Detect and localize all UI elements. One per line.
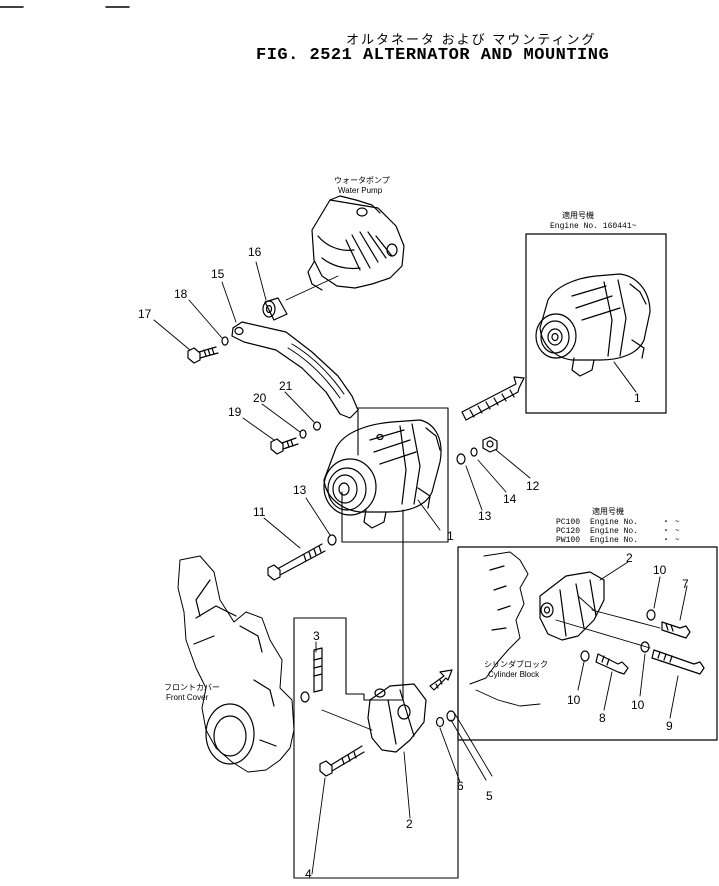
washer-13-right	[456, 453, 466, 465]
callout-9: 9	[666, 719, 673, 733]
stud-3	[300, 647, 323, 703]
bolt-11	[267, 543, 326, 581]
callout-10-right: 10	[631, 698, 645, 712]
pump-axis-line	[285, 275, 339, 301]
callout-1-inset: 1	[634, 391, 641, 405]
hatched-arrow-to-inset	[461, 376, 525, 421]
leader-lines-lower	[311, 641, 461, 875]
callout-14: 14	[503, 492, 517, 506]
callout-7: 7	[682, 577, 689, 591]
applicability-row-text: Engine No.	[590, 527, 639, 536]
callout-10-left: 10	[567, 693, 581, 707]
callout-10-top: 10	[653, 563, 667, 577]
washer-6	[435, 716, 445, 728]
inset-leader-lines	[555, 561, 688, 719]
applicability-row-model: PC120	[556, 527, 581, 536]
adjust-plate-15	[231, 321, 359, 419]
bolt-9	[651, 649, 705, 675]
bolt-8	[595, 653, 629, 675]
callout-15: 15	[211, 267, 225, 281]
washer-21	[312, 421, 322, 431]
washer-14	[470, 447, 478, 457]
washer-5	[446, 710, 456, 722]
callout-19: 19	[228, 405, 242, 419]
applicability-row-text: Engine No.	[590, 518, 639, 527]
bracket-2-inset	[539, 571, 605, 641]
applicability-row-range: ・ ~	[662, 527, 680, 536]
callout-8: 8	[599, 711, 606, 725]
inset-box-top	[525, 233, 667, 414]
callout-6: 6	[457, 779, 464, 793]
applicability-top-engine: Engine No. 160441~	[550, 222, 637, 231]
applicability-top-heading: 適用号機	[562, 212, 594, 221]
callout-5: 5	[486, 789, 493, 803]
applicability-side-heading: 適用号機	[592, 508, 624, 517]
cylinder-block-label-en: Cylinder Block	[488, 670, 540, 679]
callout-2-inset: 2	[626, 551, 633, 565]
washer-20	[299, 429, 307, 439]
cylinder-block	[469, 551, 541, 707]
callout-21: 21	[279, 379, 293, 393]
bolt-4	[319, 745, 365, 777]
bracket-2-lower	[367, 683, 427, 753]
callout-11: 11	[253, 505, 266, 519]
spacer-16	[262, 297, 288, 321]
bolt-7	[661, 621, 691, 639]
cylinder-block-label-jp: シリンダブロック	[484, 660, 548, 669]
water-pump-label-en: Water Pump	[338, 186, 383, 195]
callout-1-main: 1	[447, 529, 454, 543]
applicability-row-range: ・ ~	[662, 518, 680, 527]
washer-18	[221, 336, 229, 346]
water-pump-housing	[307, 195, 405, 291]
applicability-row-model: PW100	[556, 536, 581, 545]
callout-17: 17	[138, 307, 152, 321]
callout-4: 4	[305, 867, 312, 881]
main-alternator-frame	[341, 407, 449, 543]
callout-13-right: 13	[478, 509, 492, 523]
washer-10-right	[640, 641, 650, 653]
callout-20: 20	[253, 391, 267, 405]
bracket-to-cover-line	[321, 709, 373, 731]
title-english: FIG. 2521 ALTERNATOR AND MOUNTING	[256, 46, 610, 65]
bolt-17	[187, 346, 219, 364]
callout-3: 3	[313, 629, 320, 643]
front-cover-label-en: Front Cover	[166, 693, 209, 702]
title-japanese: オルタネータ および マウンティング	[346, 32, 597, 47]
inset-box-cylinder	[457, 546, 718, 741]
hatched-arrow-lower	[429, 669, 453, 691]
leader-lines	[153, 261, 531, 549]
washer-10-left	[580, 650, 590, 662]
callout-18: 18	[174, 287, 188, 301]
front-cover	[177, 555, 295, 773]
applicability-row-model: PC100	[556, 518, 581, 527]
callout-12: 12	[526, 479, 540, 493]
water-pump-label-jp: ウォータポンプ	[334, 176, 390, 185]
alternator-1-inset	[535, 273, 651, 393]
front-cover-label-jp: フロントカバー	[164, 683, 220, 692]
bolt-19	[270, 437, 299, 455]
callout-2-lower: 2	[406, 817, 413, 831]
callout-16: 16	[248, 245, 262, 259]
alternator-1-main	[323, 419, 442, 529]
applicability-row-range: ・ ~	[662, 536, 680, 545]
nut-12	[482, 436, 498, 453]
washer-10-top	[646, 609, 656, 621]
applicability-row-text: Engine No.	[590, 536, 639, 545]
callout-13-left: 13	[293, 483, 307, 497]
washer-13-left	[327, 534, 337, 546]
